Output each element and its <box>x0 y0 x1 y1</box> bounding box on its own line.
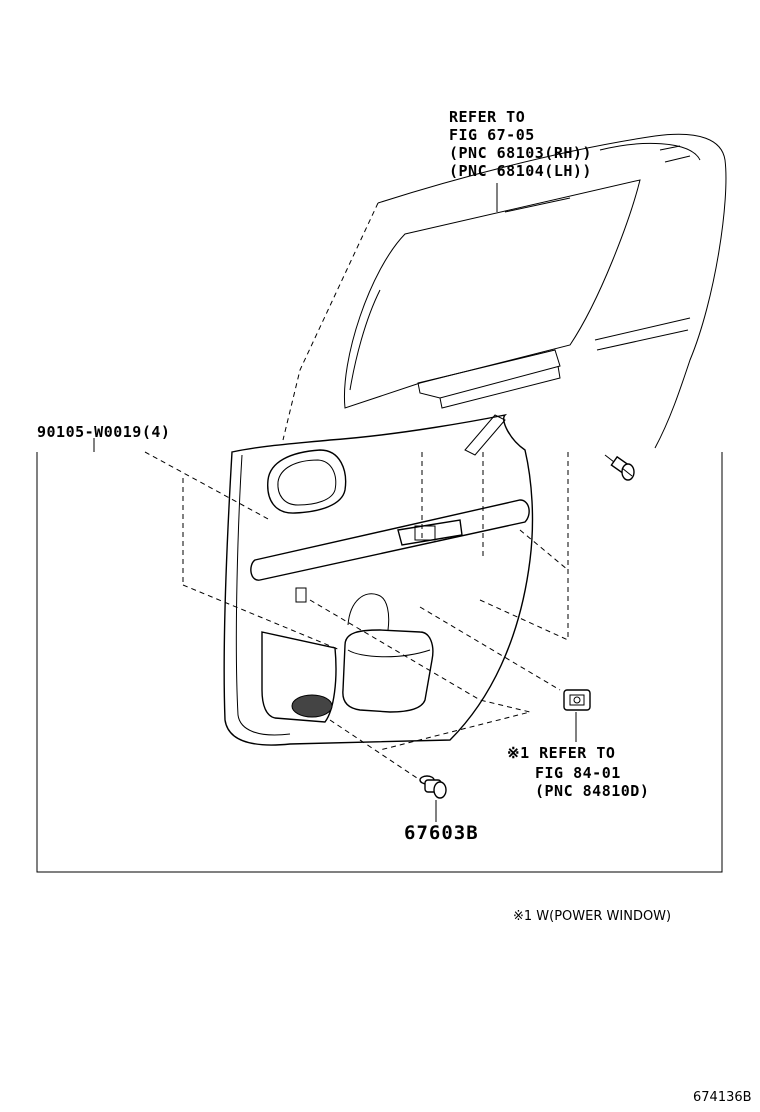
window-switch-bezel <box>397 519 463 546</box>
dash-leader-left <box>182 584 341 651</box>
screw-part-number: 90105-W0019(4) <box>37 423 171 441</box>
window-switch-icon <box>563 689 591 742</box>
dash-leader-right <box>479 599 569 641</box>
speaker-grille <box>291 694 333 718</box>
dash-leader-clip <box>329 719 421 781</box>
switch-ref-line1: ※1 REFER TO <box>507 744 616 762</box>
screw-icon <box>604 454 635 481</box>
switch-ref-line3: (PNC 84810D) <box>535 782 650 800</box>
clip-hole <box>295 587 307 603</box>
door-pocket-top <box>347 649 431 658</box>
glass-ref-line4: (PNC 68104(LH)) <box>449 162 592 180</box>
clip-part-number: 67603B <box>404 822 479 844</box>
door-pull-handle <box>347 593 390 631</box>
door-shell-top <box>377 135 656 204</box>
footnote: ※1 W(POWER WINDOW) <box>513 909 672 924</box>
handle-bezel-inner <box>277 459 337 506</box>
glass-ref-line2: FIG 67-05 <box>449 126 535 144</box>
regulator-arm <box>464 414 506 456</box>
glass-ref-line1: REFER TO <box>449 108 526 126</box>
switch-ref-line2: FIG 84-01 <box>535 764 621 782</box>
dash-leader-bin <box>309 599 531 751</box>
frame-box <box>36 452 723 873</box>
door-trim-inner-edge <box>235 454 291 736</box>
glass-run <box>417 349 561 399</box>
trim-clip-icon <box>419 775 447 822</box>
glass-run-2 <box>439 365 561 409</box>
door-shell-inner-rear <box>599 143 701 161</box>
dash-leader-switch <box>419 606 561 691</box>
window-glass-inner <box>349 289 381 391</box>
glass-ref-line3: (PNC 68103(RH)) <box>449 144 592 162</box>
window-switch-button <box>414 525 436 541</box>
door-trim-panel <box>223 413 534 746</box>
dash-leader-screw <box>144 451 271 521</box>
glass-reflection <box>504 197 571 213</box>
figure-id: 674136B <box>693 1090 752 1105</box>
window-glass <box>343 179 641 409</box>
door-shell-dashed <box>282 202 379 441</box>
door-mark-2 <box>664 155 691 163</box>
door-line-a <box>594 317 691 341</box>
door-pocket <box>342 629 434 713</box>
map-pocket <box>261 631 337 723</box>
dash-leader-right-2 <box>519 529 569 571</box>
door-shell-rear <box>654 133 727 449</box>
door-line-b <box>596 329 689 351</box>
door-mark-1 <box>659 145 681 151</box>
handle-bezel <box>267 449 347 514</box>
armrest <box>250 499 530 581</box>
